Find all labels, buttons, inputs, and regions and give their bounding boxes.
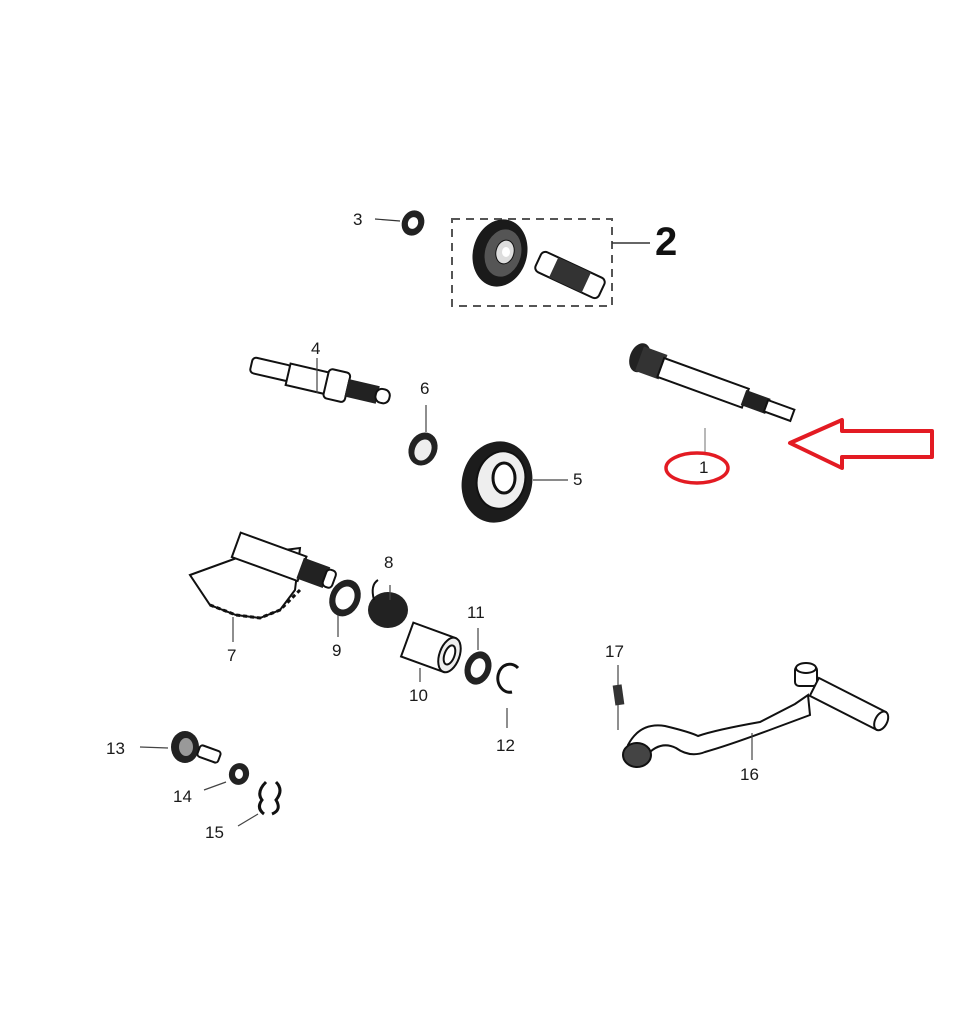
part-label-14: 14	[173, 787, 192, 806]
part-label-7: 7	[227, 646, 237, 665]
part-3-washer	[374, 210, 425, 236]
part-1-shaft	[629, 343, 796, 423]
part-label-16: 16	[740, 765, 759, 784]
part-label-17: 17	[605, 642, 624, 661]
part-label-10: 10	[409, 686, 428, 705]
part-label-11: 11	[467, 603, 485, 622]
part-label-8: 8	[384, 553, 394, 572]
part-10-collar	[399, 621, 462, 674]
part-6-washer	[408, 405, 438, 466]
part-label-9: 9	[332, 641, 342, 660]
part-label-3: 3	[353, 210, 363, 229]
part-label-6: 6	[420, 379, 430, 398]
part-17-bolt	[612, 665, 625, 730]
part-14-washer	[203, 763, 250, 791]
part-11-washer	[464, 628, 492, 685]
part-label-15: 15	[205, 823, 224, 842]
part-16-lever	[622, 662, 890, 768]
part-12-circlip	[496, 662, 520, 728]
part-4-shaft	[249, 356, 391, 405]
part-2-group	[451, 218, 650, 307]
part-label-5: 5	[573, 470, 583, 489]
part-label-13: 13	[106, 739, 125, 758]
part-5-gear	[461, 441, 568, 523]
part-7-spindle-sector	[188, 531, 337, 642]
part-label-2: 2	[655, 220, 678, 264]
highlight-arrow-icon	[788, 418, 934, 470]
part-8-spring	[368, 579, 408, 628]
highlight-circle	[664, 451, 730, 485]
part-label-12: 12	[496, 736, 515, 755]
part-13-pinion	[139, 731, 222, 764]
part-15-clip	[237, 780, 282, 827]
part-label-1: 1	[699, 458, 709, 477]
part-label-4: 4	[311, 339, 321, 358]
part-9-washer	[329, 579, 361, 637]
